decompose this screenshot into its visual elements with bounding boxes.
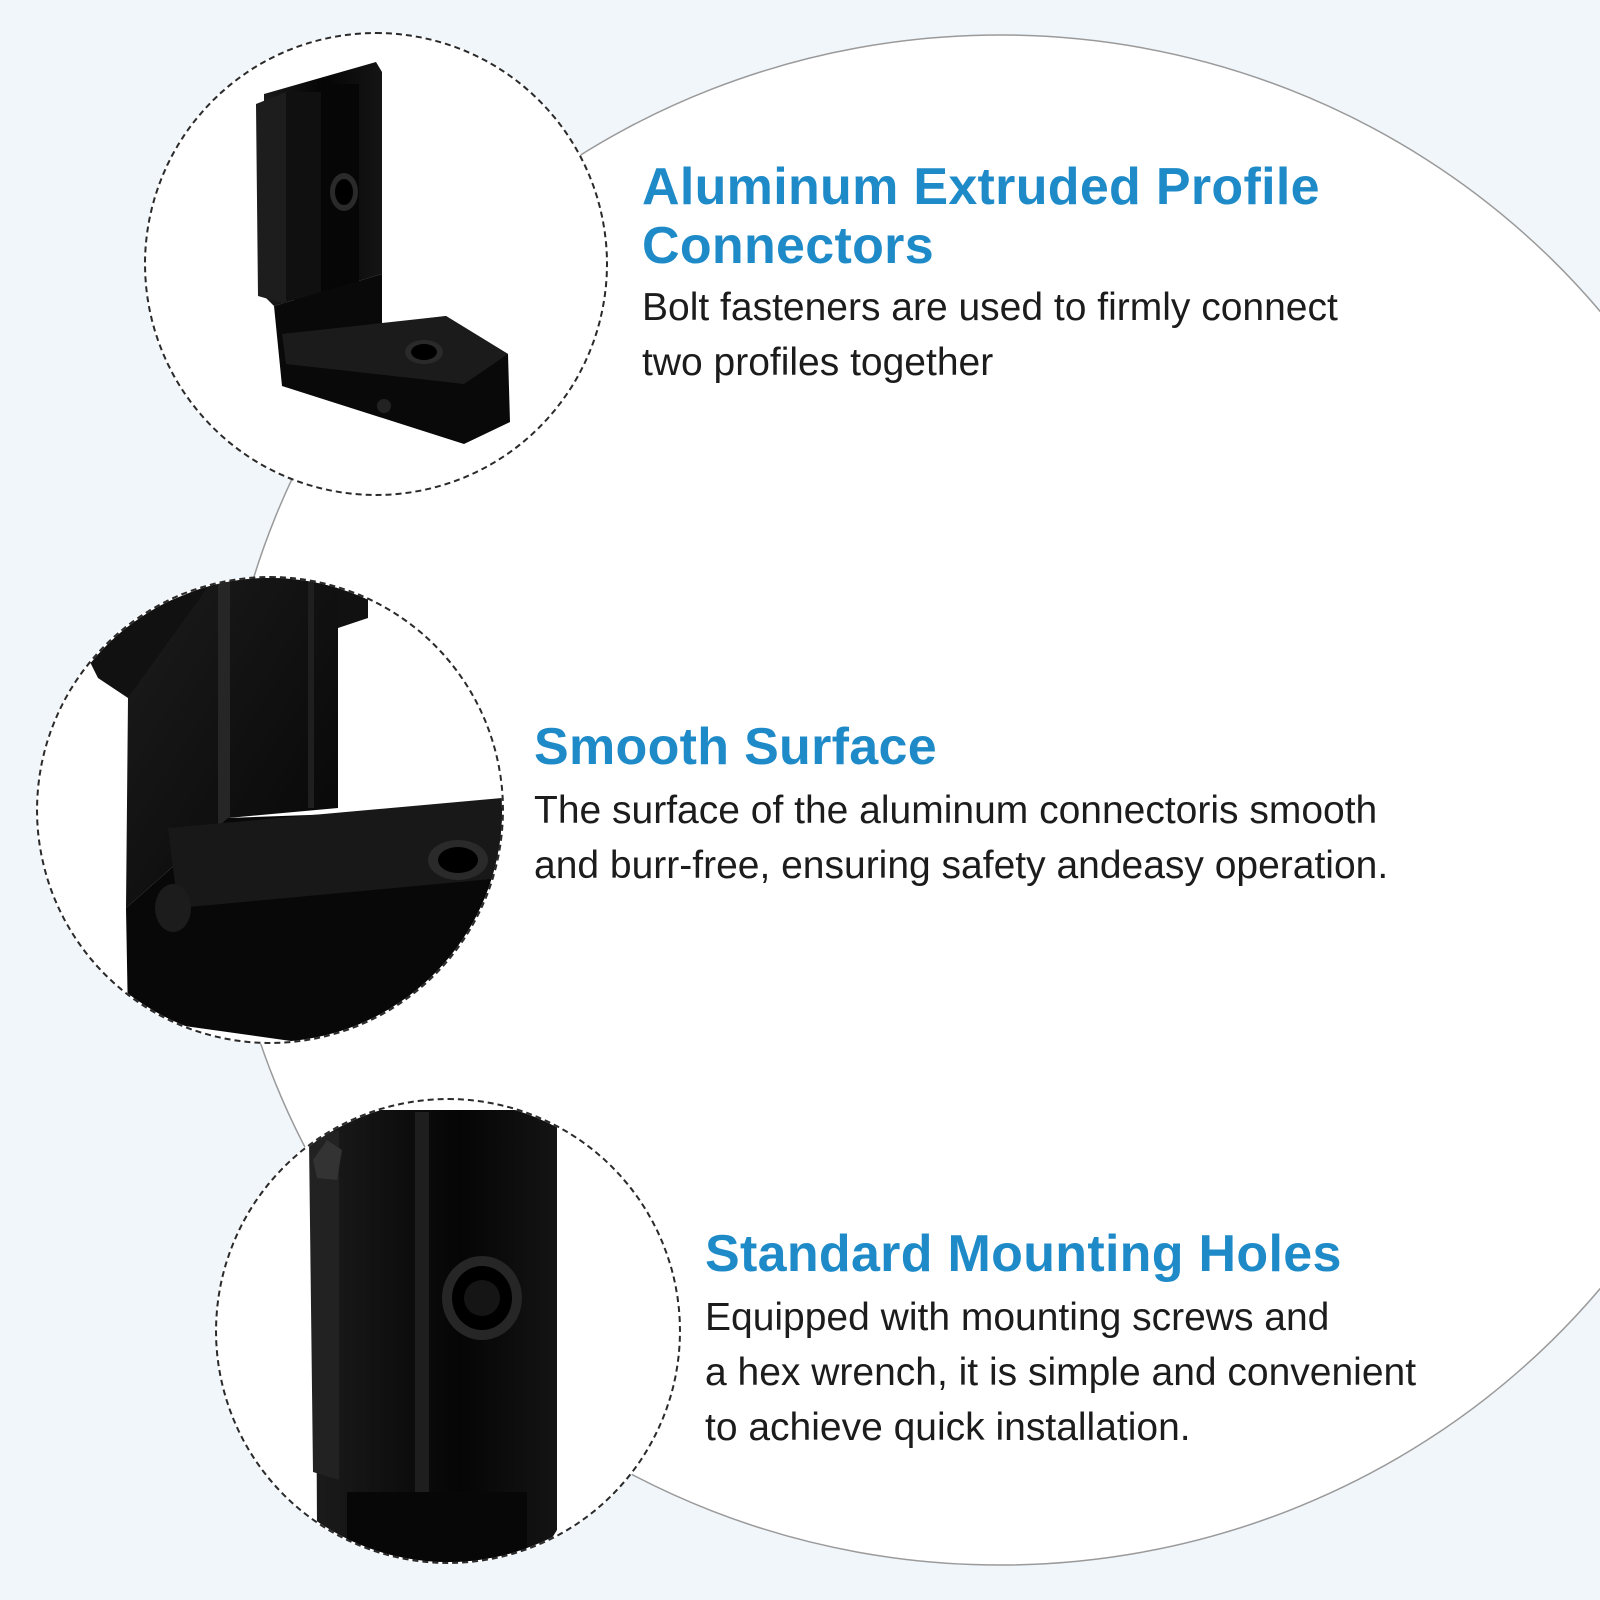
- feature-aluminum-profile-connectors: Aluminum Extruded Profile Connectors Bol…: [642, 158, 1502, 390]
- feature-description-line: Equipped with mounting screws and: [705, 1296, 1330, 1339]
- feature-description: Bolt fasteners are used to firmly connec…: [642, 280, 1442, 390]
- product-photo-full-bracket: [144, 32, 608, 496]
- feature-title-line: Aluminum Extruded Profile: [642, 158, 1320, 216]
- feature-title: Standard Mounting Holes: [705, 1225, 1342, 1283]
- product-photo-mounting-hole-closeup: [215, 1098, 681, 1564]
- corner-bracket-image: [256, 62, 510, 444]
- surface-closeup-image: [78, 578, 502, 1042]
- feature-standard-mounting-holes: Standard Mounting Holes Equipped with mo…: [705, 1225, 1525, 1455]
- product-photo-surface-closeup: [36, 576, 504, 1044]
- feature-description: The surface of the aluminum connectoris …: [534, 783, 1494, 893]
- feature-description: Equipped with mounting screws and a hex …: [705, 1290, 1505, 1455]
- feature-description-line: The surface of the aluminum connectoris …: [534, 789, 1378, 832]
- feature-description-line: and burr-free, ensuring safety andeasy o…: [534, 844, 1389, 887]
- feature-title-line: Connectors: [642, 217, 934, 275]
- mounting-hole-closeup-image: [309, 1110, 557, 1562]
- feature-description-line: Bolt fasteners are used to firmly connec…: [642, 286, 1338, 329]
- feature-title: Smooth Surface: [534, 718, 937, 776]
- feature-description-line: two profiles together: [642, 341, 994, 384]
- feature-description-line: to achieve quick installation.: [705, 1406, 1191, 1449]
- feature-description-line: a hex wrench, it is simple and convenien…: [705, 1351, 1417, 1394]
- feature-smooth-surface: Smooth Surface The surface of the alumin…: [534, 718, 1494, 893]
- feature-title: Aluminum Extruded Profile Connectors: [642, 158, 1502, 276]
